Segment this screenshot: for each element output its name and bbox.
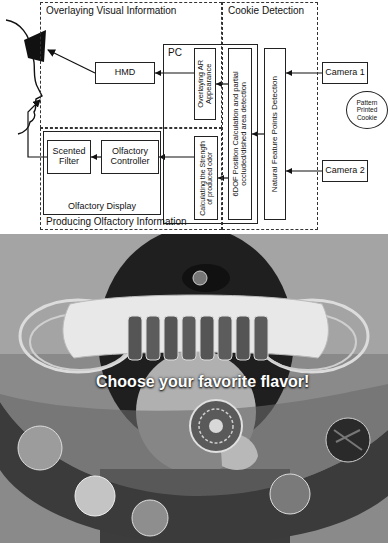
box-label: Camera 2	[325, 166, 365, 176]
group-title: Overlaying Visual Information	[46, 5, 176, 16]
box-label: Overlaying AR Appearance	[197, 51, 213, 117]
box-label: HMD	[115, 68, 136, 78]
process-box: HMD	[95, 62, 155, 84]
box-label: Natural Feature Points Detection	[271, 51, 279, 217]
display-frame: Olfactory Display Scented Filter Olfactory…	[43, 131, 161, 215]
flow-arrow	[155, 72, 194, 73]
flow-arrow	[159, 156, 194, 157]
scent-bottles	[128, 316, 268, 360]
group-title: PC	[168, 47, 182, 58]
camera-box: Camera 1	[322, 62, 368, 84]
held-cookie	[190, 400, 242, 452]
box-label: Camera 1	[325, 68, 365, 78]
process-box: Olfactory Controller	[101, 140, 159, 174]
box-label: Scented Filter	[50, 147, 88, 167]
flow-arrow	[286, 170, 322, 171]
cookie-circle: Pattern Printed Cookie	[346, 91, 388, 129]
flow-arrow	[252, 133, 264, 134]
menu-band-top	[0, 384, 388, 496]
process-box: 6DOF Position Calculation and partial oc…	[228, 48, 252, 220]
camera-box: Camera 2	[322, 160, 368, 182]
group-title: Olfactory Display	[68, 202, 136, 212]
process-box: Natural Feature Points Detection	[264, 48, 286, 220]
flow-arrow	[218, 177, 228, 178]
pc-frame: PC Overlaying AR Appearance 6DOF Position …	[163, 44, 258, 224]
process-box: Calculating the Strength of produced odo…	[194, 136, 218, 220]
camera-lens	[193, 271, 207, 285]
process-box: Overlaying AR Appearance	[194, 48, 216, 120]
process-box: Scented Filter	[47, 140, 91, 174]
camera-body	[182, 264, 230, 292]
photo-background	[0, 234, 388, 543]
box-label: Calculating the Strength of produced odo…	[199, 139, 214, 217]
group-title: Producing Olfactory Information	[46, 216, 187, 227]
overlay-caption: Choose your favorite flavor!	[96, 373, 309, 391]
group-title: Cookie Detection	[228, 5, 304, 16]
box-label: Olfactory Controller	[104, 147, 156, 167]
cookie-pattern	[209, 419, 223, 433]
flow-arrow	[286, 72, 322, 73]
display-arrow	[48, 50, 95, 73]
box-label: 6DOF Position Calculation and partial oc…	[232, 51, 248, 217]
flow-arrow	[91, 156, 101, 157]
hmd-wedge	[24, 30, 46, 62]
cookie-pattern	[199, 409, 233, 443]
group-region: Producing Olfactory InformationOlfactory…	[40, 128, 222, 230]
box-label: Pattern Printed Cookie	[347, 99, 387, 120]
